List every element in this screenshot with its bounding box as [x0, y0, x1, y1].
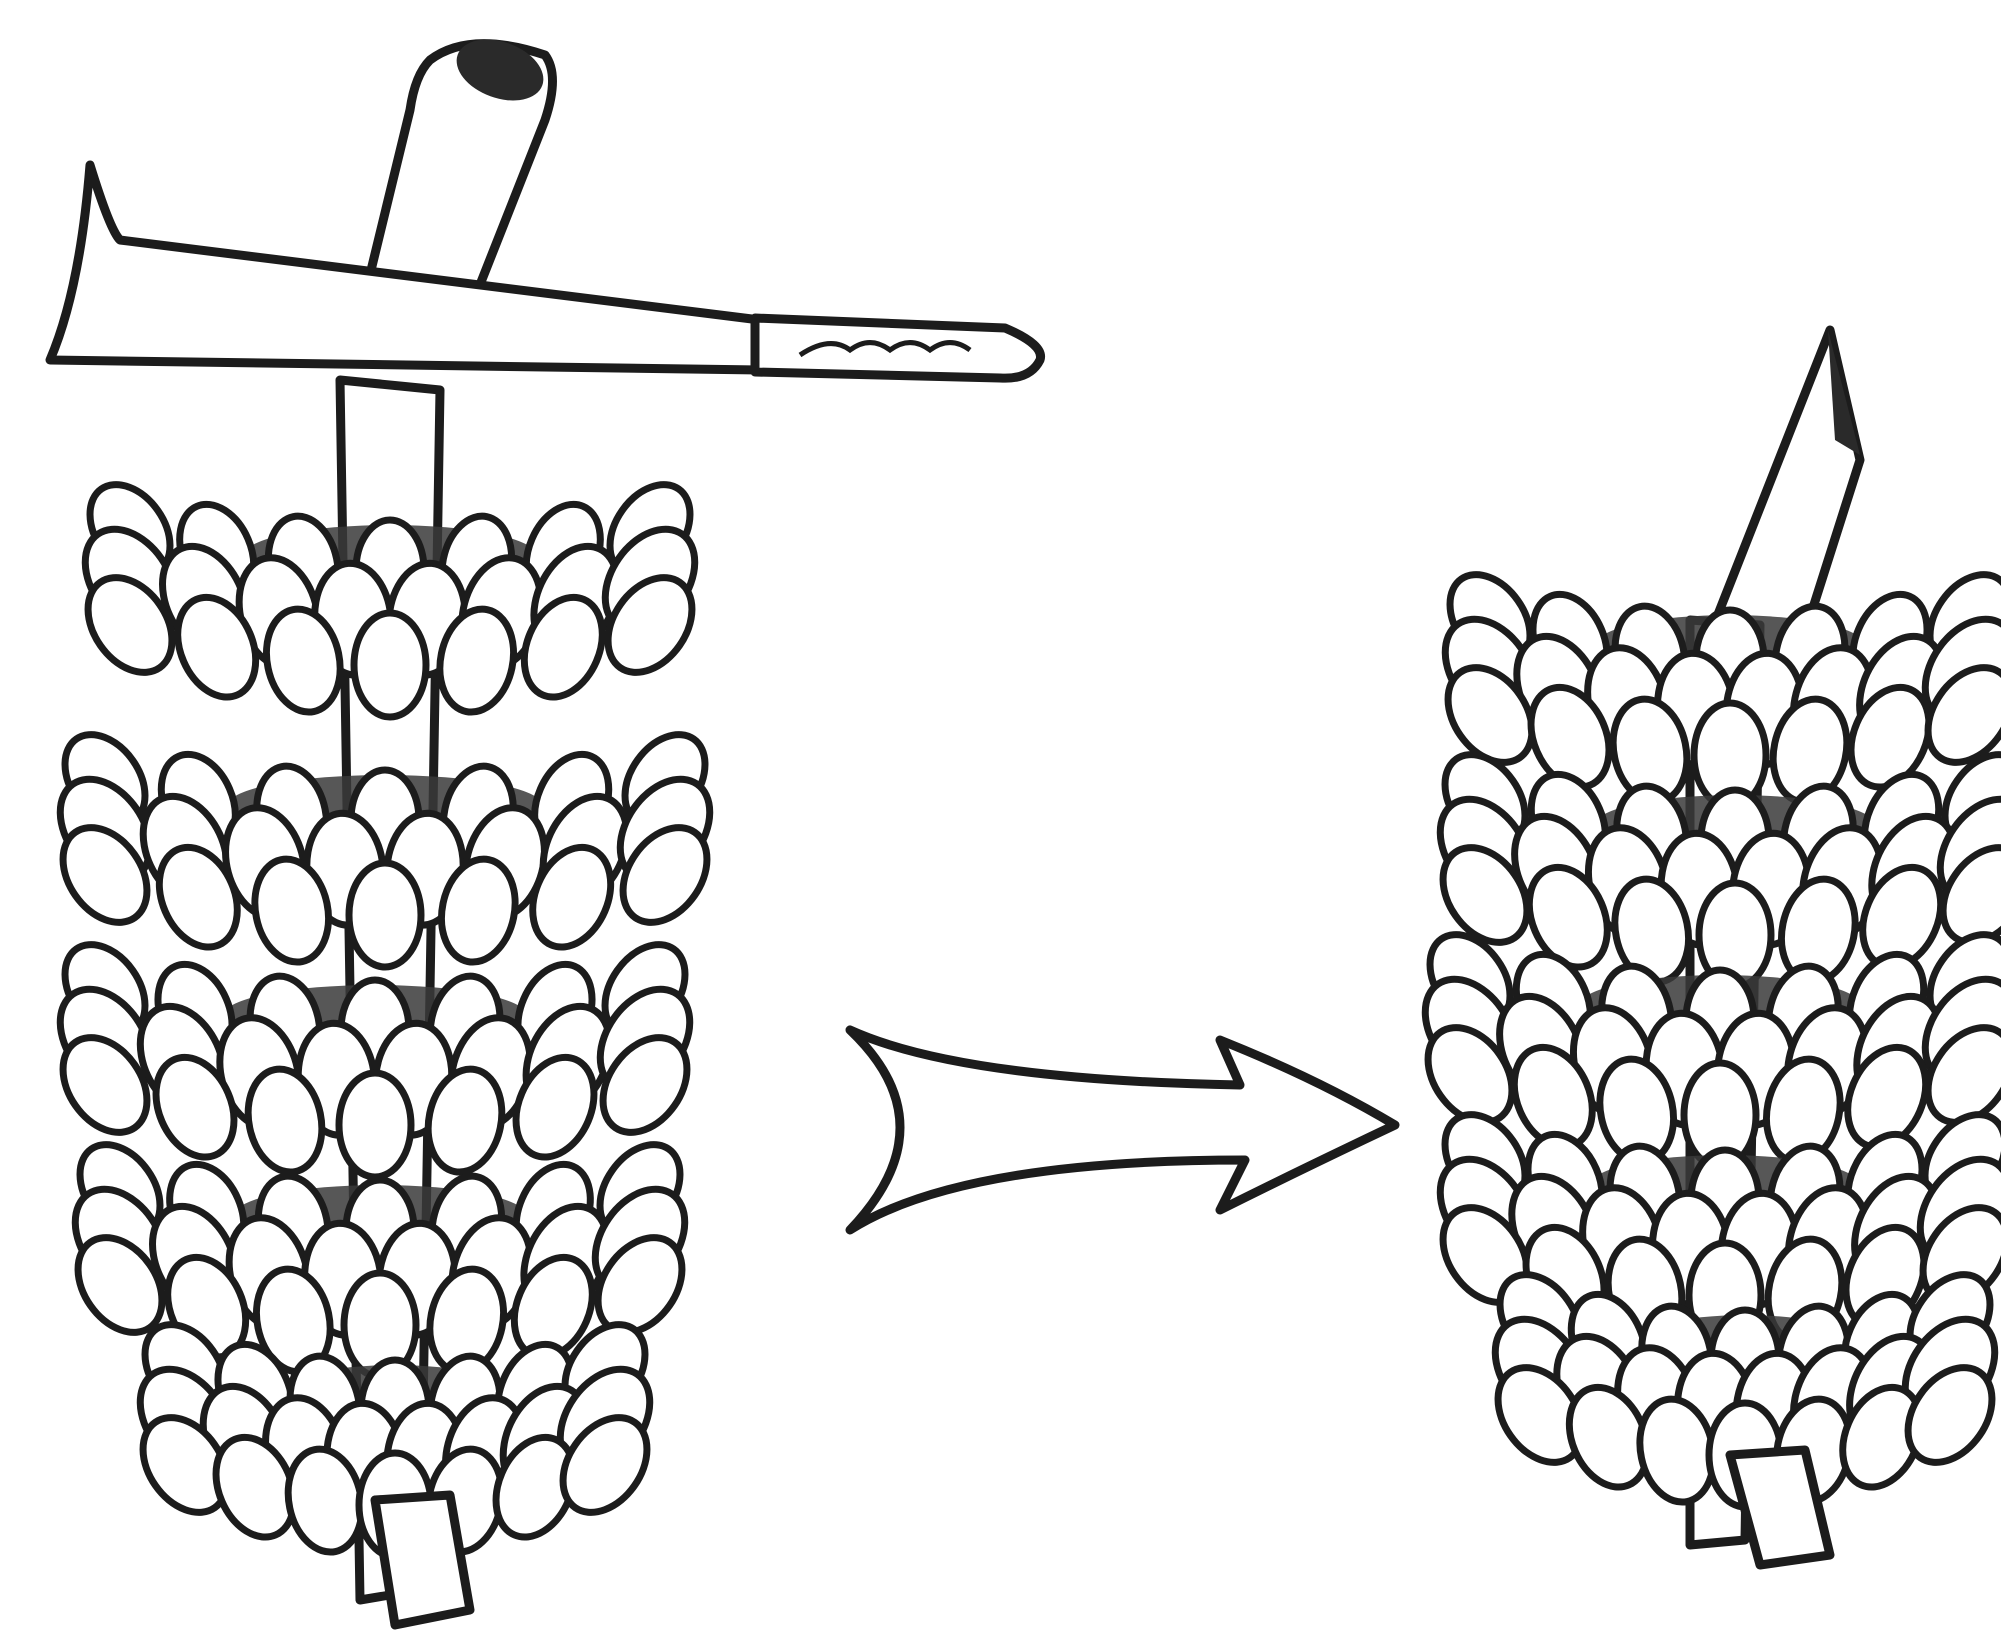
left-hands	[42, 470, 728, 1559]
banana-bunch-with-machete-icon	[42, 28, 1041, 1625]
banana-bunch-cut-icon	[1407, 330, 2001, 1565]
right-arrow-icon	[850, 1030, 1395, 1230]
machete	[50, 165, 1041, 378]
right-hands	[1407, 560, 2001, 1509]
banana-finger	[349, 863, 421, 967]
left-stalk-stub	[375, 1495, 470, 1625]
machete-handle	[755, 318, 1041, 378]
banana-finger	[354, 613, 426, 717]
banana-finger	[339, 1073, 411, 1177]
